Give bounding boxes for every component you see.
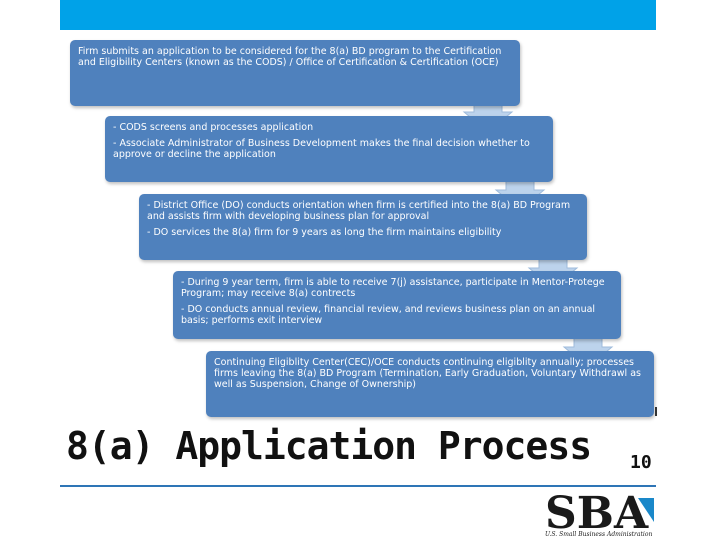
flow-step-4-line-2: - DO conducts annual review, financial r… bbox=[181, 304, 596, 326]
flow-step-3-line-1: - District Office (DO) conducts orientat… bbox=[147, 200, 571, 222]
sba-logo-text: SBA bbox=[545, 492, 649, 538]
flow-step-2-line-1: - CODS screens and processes application bbox=[113, 122, 314, 133]
tick-mark bbox=[655, 407, 657, 416]
flow-step-4-line-1: - During 9 year term, firm is able to re… bbox=[181, 277, 605, 299]
sba-logo-subtitle: U.S. Small Business Administration bbox=[545, 531, 652, 538]
flow-step-2-line-2: - Associate Administrator of Business De… bbox=[113, 138, 530, 160]
sba-logo: SBA U.S. Small Business Administration bbox=[545, 492, 654, 538]
page-title: 8(a) Application Process bbox=[66, 424, 592, 468]
flow-step-1: Firm submits an application to be consid… bbox=[70, 40, 520, 106]
page-number: 10 bbox=[630, 452, 652, 473]
flow-step-1-text: Firm submits an application to be consid… bbox=[78, 46, 502, 68]
flow-step-5-text: Continuing Eligiblity Center(CEC)/OCE co… bbox=[214, 357, 641, 390]
flow-step-5: Continuing Eligiblity Center(CEC)/OCE co… bbox=[206, 351, 654, 417]
top-accent-bar bbox=[60, 0, 656, 30]
logo-accent-icon bbox=[638, 498, 654, 522]
flow-step-2: - CODS screens and processes application… bbox=[105, 116, 553, 182]
flow-step-4: - During 9 year term, firm is able to re… bbox=[173, 271, 621, 339]
flow-step-3-line-2: - DO services the 8(a) firm for 9 years … bbox=[147, 227, 502, 238]
flow-step-3: - District Office (DO) conducts orientat… bbox=[139, 194, 587, 260]
title-underline bbox=[60, 485, 656, 487]
